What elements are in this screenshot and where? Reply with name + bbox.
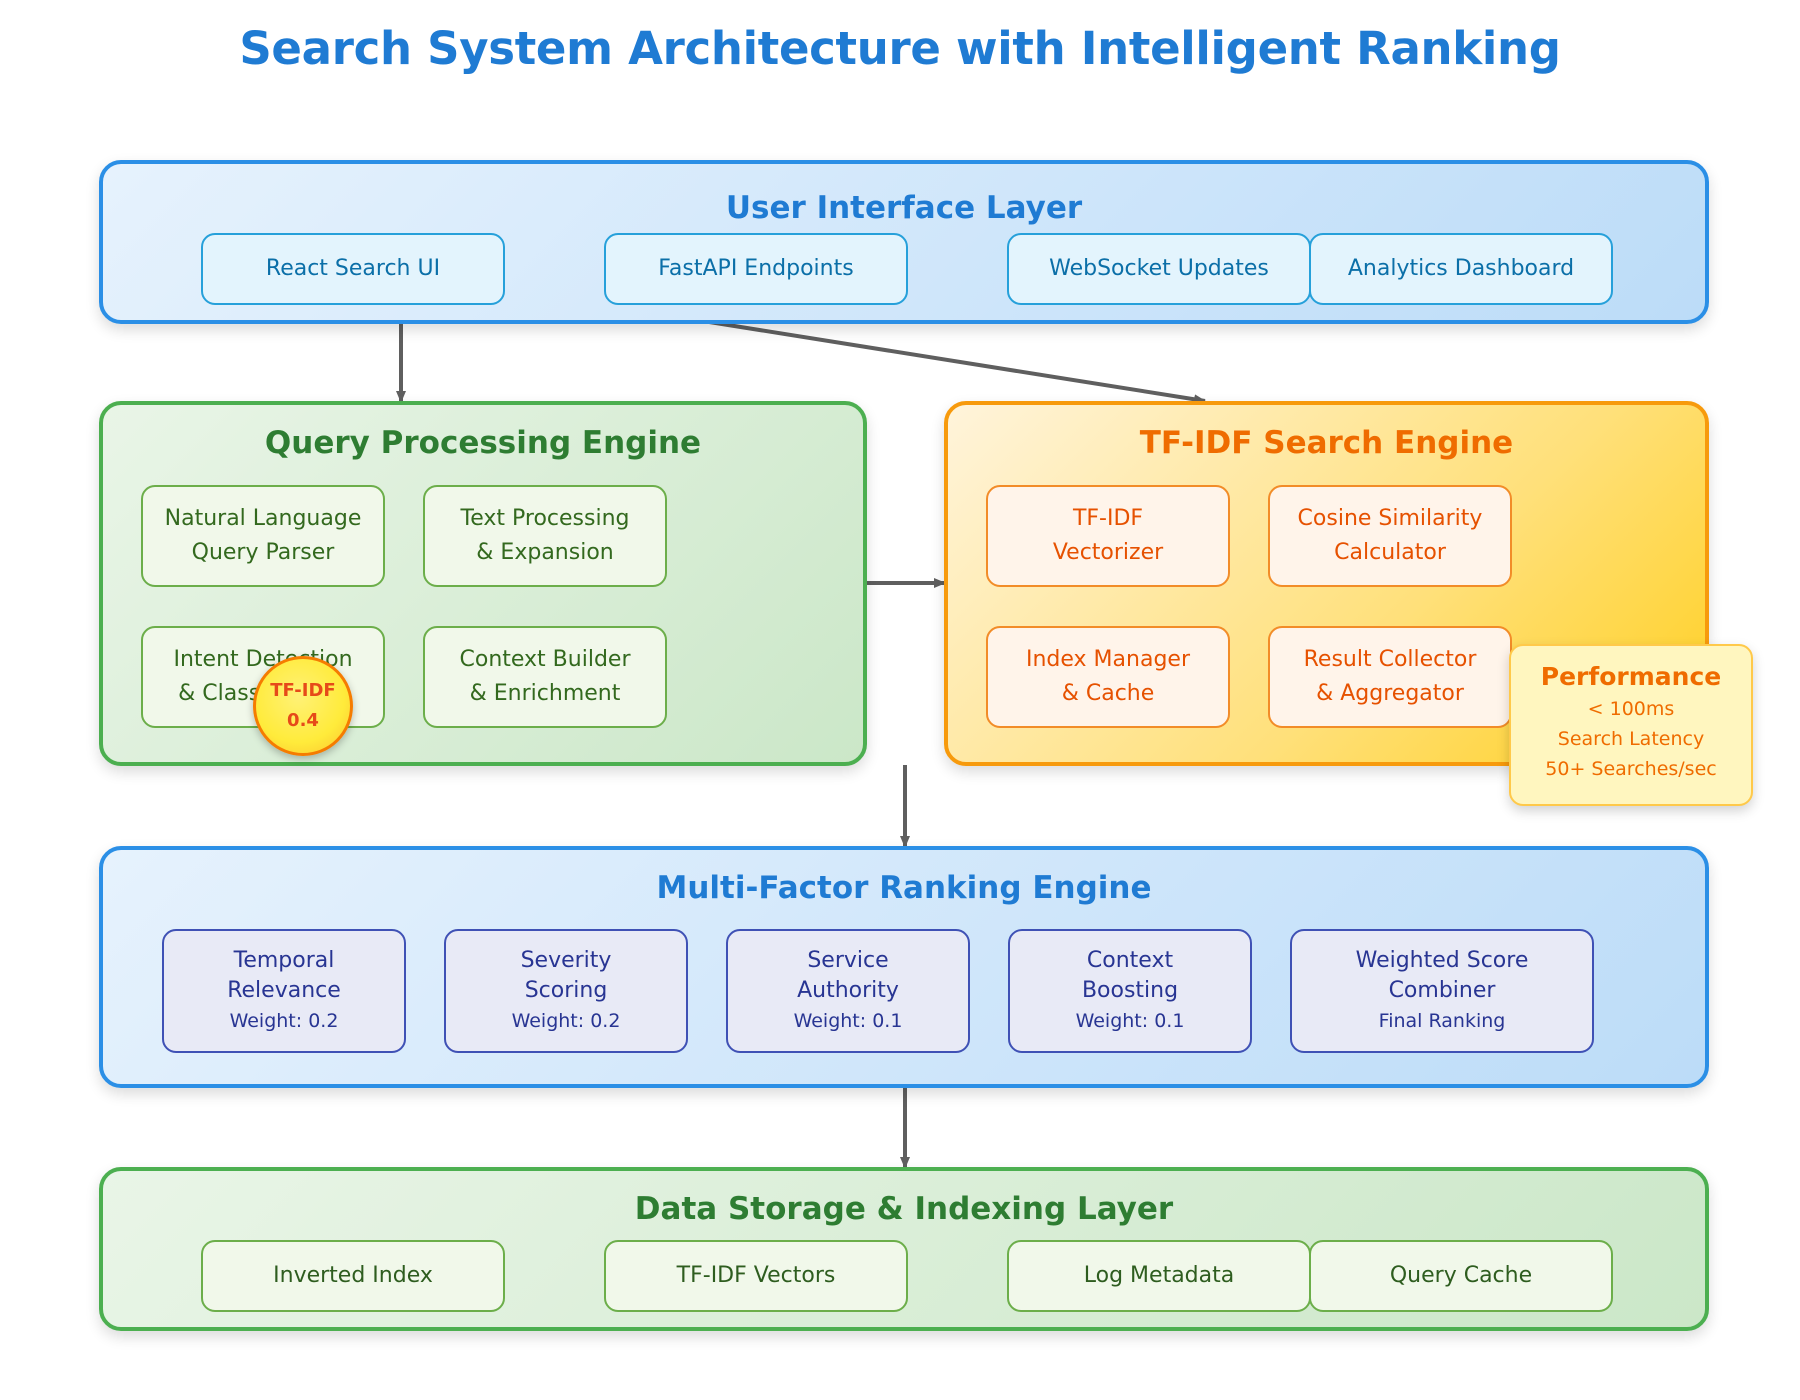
rank-combiner-line1: Weighted Score xyxy=(1355,948,1529,973)
performance-latency-value: < 100ms xyxy=(1587,698,1675,720)
rank-context-line1: Context xyxy=(1086,948,1174,973)
tf-index-manager: Index Manager & Cache xyxy=(986,626,1230,728)
rank-temporal-line2: Relevance xyxy=(227,978,341,1003)
ds-tfidf-vectors: TF-IDF Vectors xyxy=(604,1240,908,1312)
rank-combiner-sub: Final Ranking xyxy=(1378,1010,1506,1032)
ui-fastapi-label: FastAPI Endpoints xyxy=(658,256,854,281)
rank-service-line1: Service xyxy=(807,948,889,973)
ds-query-cache: Query Cache xyxy=(1309,1240,1613,1312)
rank-context-line2: Boosting xyxy=(1081,978,1179,1003)
ui-layer-title: User Interface Layer xyxy=(725,190,1083,226)
tf-vectorizer-line1: TF-IDF xyxy=(1072,506,1144,531)
tf-result-collector: Result Collector & Aggregator xyxy=(1268,626,1512,728)
storage-layer-title: Data Storage & Indexing Layer xyxy=(634,1191,1174,1227)
rank-service-line2: Authority xyxy=(797,978,899,1003)
ui-analytics-dashboard: Analytics Dashboard xyxy=(1309,233,1613,305)
rank-context-boosting: Context Boosting Weight: 0.1 xyxy=(1008,929,1252,1053)
tf-result-line2: & Aggregator xyxy=(1316,681,1464,706)
qp-nl-line1: Natural Language xyxy=(164,506,362,531)
qp-natural-language-parser: Natural Language Query Parser xyxy=(141,485,385,587)
ds-inverted-index: Inverted Index xyxy=(201,1240,505,1312)
badge-value: 0.4 xyxy=(287,710,319,731)
tfidf-weight-badge: TF-IDF 0.4 xyxy=(253,656,353,756)
rank-temporal-relevance: Temporal Relevance Weight: 0.2 xyxy=(162,929,406,1053)
tf-vectorizer: TF-IDF Vectorizer xyxy=(986,485,1230,587)
tf-cosine-line1: Cosine Similarity xyxy=(1297,506,1483,531)
rank-context-weight: Weight: 0.1 xyxy=(1075,1010,1185,1032)
ds-cache-label: Query Cache xyxy=(1389,1263,1533,1288)
badge-label: TF-IDF xyxy=(270,680,336,701)
rank-service-authority: Service Authority Weight: 0.1 xyxy=(726,929,970,1053)
ui-websocket-label: WebSocket Updates xyxy=(1049,256,1269,281)
performance-throughput: 50+ Searches/sec xyxy=(1545,758,1717,780)
qp-context-line1: Context Builder xyxy=(459,647,631,672)
query-engine-title: Query Processing Engine xyxy=(264,425,702,461)
tf-vectorizer-line2: Vectorizer xyxy=(1052,540,1164,565)
ui-react-search: React Search UI xyxy=(201,233,505,305)
ui-react-search-label: React Search UI xyxy=(265,256,441,281)
rank-temporal-weight: Weight: 0.2 xyxy=(229,1010,339,1032)
rank-service-weight: Weight: 0.1 xyxy=(793,1010,903,1032)
ui-analytics-label: Analytics Dashboard xyxy=(1347,256,1575,281)
rank-weighted-score-combiner: Weighted Score Combiner Final Ranking xyxy=(1290,929,1594,1053)
rank-severity-line1: Severity xyxy=(520,948,612,973)
performance-title: Performance xyxy=(1540,662,1722,691)
qp-text-processing: Text Processing & Expansion xyxy=(423,485,667,587)
tf-cosine-similarity: Cosine Similarity Calculator xyxy=(1268,485,1512,587)
tf-index-line2: & Cache xyxy=(1061,681,1155,706)
arrow-ui-to-tfidf xyxy=(702,319,1206,405)
rank-severity-weight: Weight: 0.2 xyxy=(511,1010,621,1032)
diagram-title: Search System Architecture with Intellig… xyxy=(239,22,1561,75)
ds-inverted-label: Inverted Index xyxy=(273,1263,433,1288)
ds-log-metadata: Log Metadata xyxy=(1007,1240,1311,1312)
rank-combiner-line2: Combiner xyxy=(1388,978,1496,1003)
tfidf-engine-title: TF-IDF Search Engine xyxy=(1139,425,1514,461)
rank-severity-scoring: Severity Scoring Weight: 0.2 xyxy=(444,929,688,1053)
performance-latency-label: Search Latency xyxy=(1557,728,1705,750)
qp-context-line2: & Enrichment xyxy=(469,681,621,706)
qp-text-line1: Text Processing xyxy=(460,506,630,531)
query-processing-engine: Query Processing Engine Natural Language… xyxy=(99,401,867,766)
storage-layer: Data Storage & Indexing Layer Inverted I… xyxy=(99,1167,1709,1331)
performance-callout: Performance < 100ms Search Latency 50+ S… xyxy=(1509,644,1753,806)
rank-temporal-line1: Temporal xyxy=(233,948,335,973)
tf-cosine-line2: Calculator xyxy=(1334,540,1446,565)
ui-fastapi-endpoints: FastAPI Endpoints xyxy=(604,233,908,305)
ui-layer: User Interface Layer React Search UI Fas… xyxy=(99,160,1709,324)
qp-context-builder: Context Builder & Enrichment xyxy=(423,626,667,728)
tf-result-line1: Result Collector xyxy=(1303,647,1477,672)
ds-metadata-label: Log Metadata xyxy=(1083,1263,1235,1288)
ds-vectors-label: TF-IDF Vectors xyxy=(676,1263,836,1288)
ranking-engine-title: Multi-Factor Ranking Engine xyxy=(656,870,1152,906)
qp-text-line2: & Expansion xyxy=(476,540,614,565)
rank-severity-line2: Scoring xyxy=(524,978,608,1003)
ui-websocket-updates: WebSocket Updates xyxy=(1007,233,1311,305)
qp-nl-line2: Query Parser xyxy=(191,540,335,565)
tf-index-line1: Index Manager xyxy=(1026,647,1190,672)
ranking-engine: Multi-Factor Ranking Engine Temporal Rel… xyxy=(99,846,1709,1088)
